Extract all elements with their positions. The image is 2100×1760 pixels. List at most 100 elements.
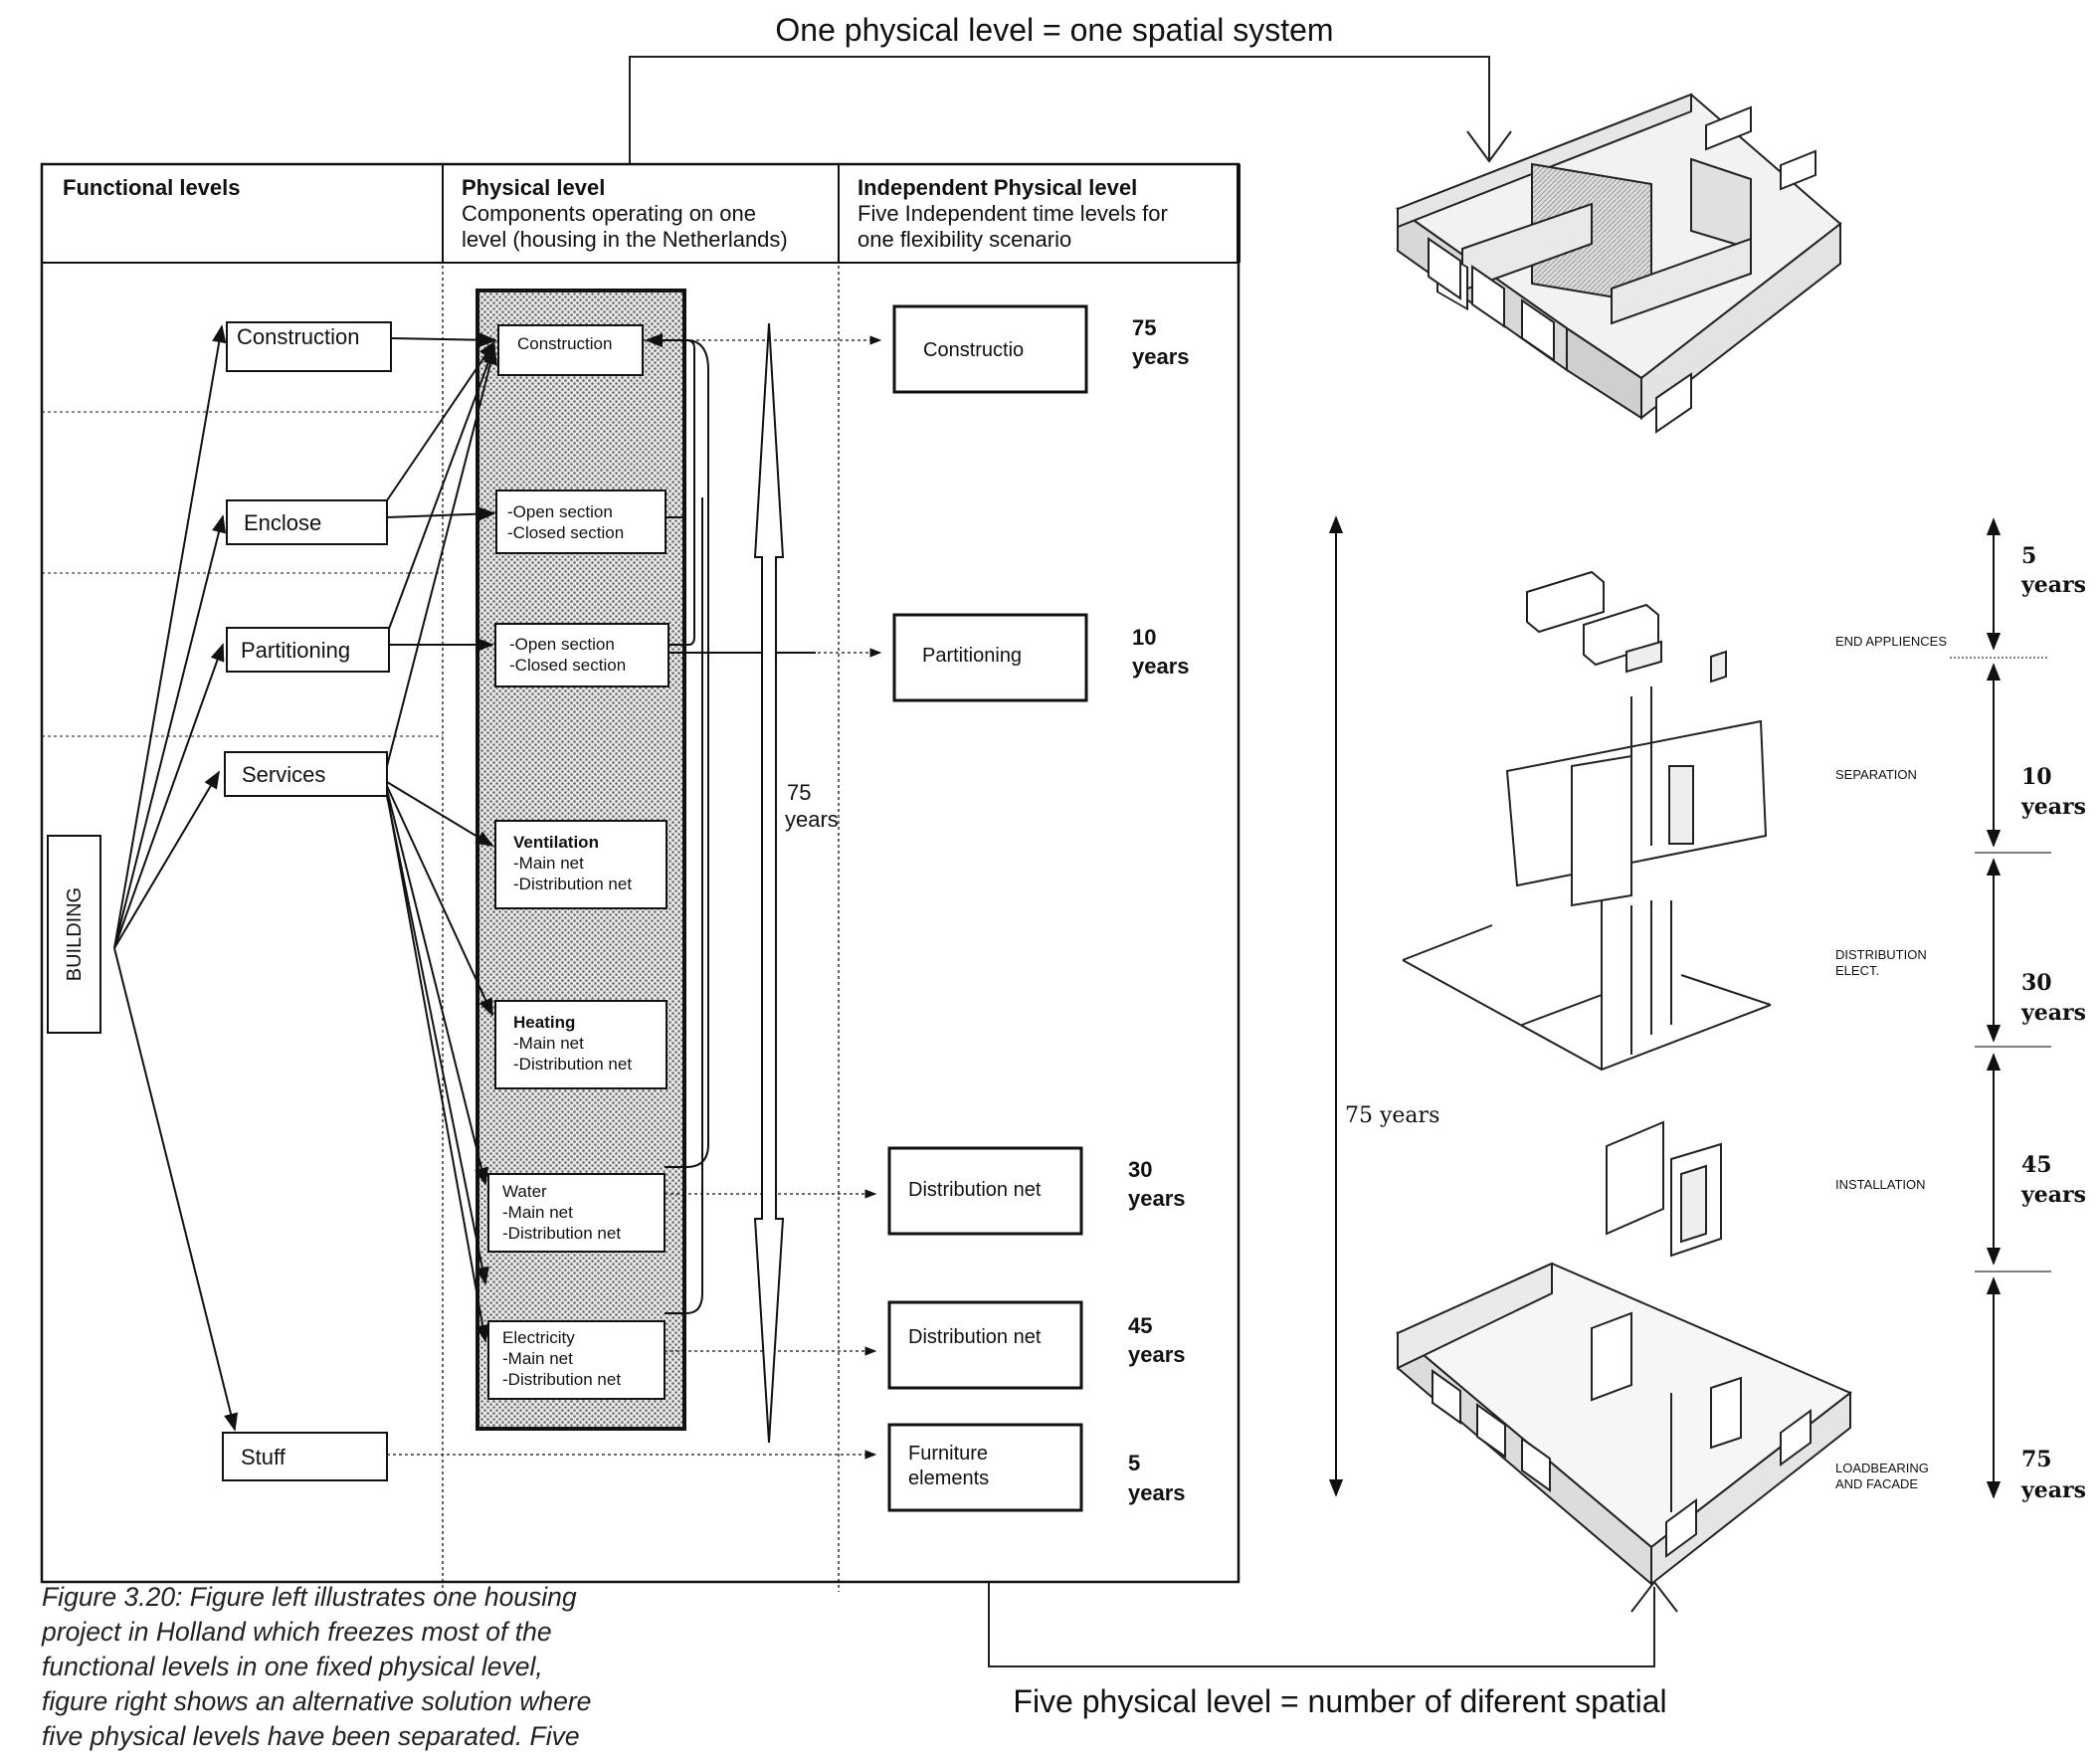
layer-label: INSTALLATION [1835,1177,1926,1192]
independent-value: 45 [1128,1313,1152,1338]
layer-value: 75 [2021,1447,2052,1472]
column-return-arrows [645,332,709,1314]
right-total-span-label: 75 years [1345,1103,1439,1128]
functional-box-construction: Construction [226,321,392,372]
layer-unit: years [2020,794,2086,820]
physical-line: -Closed section [509,656,626,675]
independent-box-water: Distribution net 30 years [887,1146,1186,1236]
layer-value: 30 [2021,970,2052,996]
top-label: One physical level = one spatial system [775,12,1333,48]
header-physical-level-line2: level (housing in the Netherlands) [462,227,788,252]
physical-box-construction: Construction [497,324,644,376]
independent-label: elements [908,1467,989,1489]
physical-line: -Main net [502,1349,573,1368]
independent-unit: years [1128,1342,1186,1367]
layer-drawing-installation [1606,1120,1722,1258]
functional-label: Construction [237,324,360,349]
functional-box-enclose: Enclose [226,499,388,545]
physical-line: -Distribution net [502,1224,621,1243]
physical-line: -Distribution net [513,875,632,893]
layer-separators-solid [1975,852,2051,1272]
layer-label: DISTRIBUTION [1835,947,1927,962]
independent-label: Distribution net [908,1179,1042,1201]
header-independent-level-line2: one flexibility scenario [858,227,1071,252]
independent-box-electricity: Distribution net 45 years [887,1300,1186,1390]
layer-label: AND FACADE [1835,1476,1918,1491]
physical-title: Construction [517,334,612,353]
layer-value: 45 [2021,1152,2052,1178]
middle-span-unit: years [785,807,839,832]
layer-labels: END APPLIENCES SEPARATION DISTRIBUTION E… [1835,634,1947,1491]
physical-title: Water [502,1182,547,1201]
independent-label: Constructio [923,339,1024,361]
table-frame [40,162,1241,1592]
layer-value: 10 [2021,764,2052,790]
independent-box-partitioning: Partitioning 10 years [892,613,1190,702]
independent-level-boxes: Constructio 75 years Partitioning 10 yea… [887,304,1190,1512]
layer-label: ELECT. [1835,963,1879,978]
physical-line: -Distribution net [502,1370,621,1389]
layer-label: SEPARATION [1835,767,1917,782]
independent-value: 10 [1132,625,1156,650]
functional-to-physical-arrows [386,332,497,1343]
isometric-apartment-top [1395,93,1842,434]
building-fan-arrows [113,324,239,1432]
independent-unit: years [1128,1480,1186,1505]
independent-unit: years [1132,344,1190,369]
physical-box-partitioning: -Open section -Closed section [494,623,669,687]
functional-label: Services [242,762,325,787]
functional-level-boxes: Construction Enclose Partitioning Servic… [222,321,392,1481]
middle-span-value: 75 [787,780,811,805]
physical-box-electricity: Electricity -Main net -Distribution net [487,1320,666,1400]
independent-label: Distribution net [908,1326,1042,1348]
header-physical-level-line1: Components operating on one [462,201,756,226]
bottom-connector [988,1580,1678,1667]
layer-drawing-separation [1505,686,1768,907]
physical-title: Ventilation [513,833,599,852]
independent-box-construction: Constructio 75 years [892,304,1190,394]
functional-box-stuff: Stuff [222,1432,388,1481]
middle-span-arrow [753,322,785,1444]
independent-value: 75 [1132,315,1156,340]
header-independent-level: Independent Physical level [858,175,1137,200]
layer-label: LOADBEARING [1835,1461,1929,1475]
independent-value: 30 [1128,1157,1152,1182]
layer-unit: years [2020,1477,2086,1503]
physical-box-water: Water -Main net -Distribution net [487,1173,666,1253]
physical-line: -Distribution net [513,1055,632,1074]
independent-label: Furniture [908,1443,988,1465]
layer-drawing-loadbearing [1396,1262,1852,1587]
independent-box-furniture: Furniture elements 5 years [887,1423,1186,1512]
physical-title: Electricity [502,1328,575,1347]
functional-label: Stuff [241,1445,286,1469]
building-box: BUILDING [47,835,101,1034]
building-label: BUILDING [64,887,86,981]
physical-title: -Open section [507,502,613,521]
functional-box-services: Services [224,751,388,797]
independent-label: Partitioning [922,645,1022,667]
physical-box-enclose: -Open section -Closed section [495,489,667,554]
functional-box-partitioning: Partitioning [226,627,390,673]
physical-line: -Main net [513,854,584,873]
functional-label: Partitioning [241,638,350,663]
layer-unit: years [2020,572,2086,598]
physical-title: Heating [513,1013,575,1032]
figure-caption: Figure 3.20: Figure left illustrates one… [42,1582,592,1751]
header-physical-level: Physical level [462,175,605,200]
independent-unit: years [1132,654,1190,679]
physical-line: -Main net [502,1203,573,1222]
header-independent-level-line1: Five Independent time levels for [858,201,1168,226]
bottom-label: Five physical level = number of diferent… [1013,1683,1666,1719]
independent-unit: years [1128,1186,1186,1211]
independent-value: 5 [1128,1451,1140,1475]
physical-line: -Main net [513,1034,584,1053]
physical-box-heating: Heating -Main net -Distribution net [494,1000,668,1089]
top-connector [629,56,1512,164]
layer-unit: years [2020,1000,2086,1026]
layer-unit: years [2020,1182,2086,1208]
layer-drawing-appliances [1526,570,1727,684]
table-header: Functional levels Physical level Compone… [63,175,1168,252]
header-functional-levels: Functional levels [63,175,241,200]
layer-value: 5 [2021,543,2036,569]
